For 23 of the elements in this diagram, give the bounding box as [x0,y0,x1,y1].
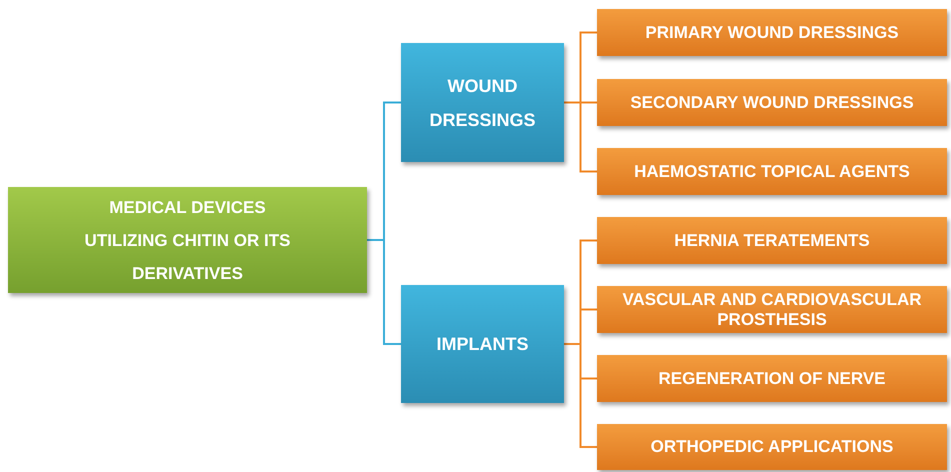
connector-line [367,239,401,345]
node-label: HAEMOSTATIC TOPICAL AGENTS [634,162,910,182]
node-label: PRIMARY WOUND DRESSINGS [645,22,899,42]
category-box [401,285,564,403]
node-label: ORTHOPEDIC APPLICATIONS [650,437,894,457]
connector-line [564,343,597,448]
node-label: VASCULAR AND CARDIOVASCULAR PROSTHESIS [621,290,923,330]
root-box [8,187,367,293]
item-box [597,79,947,126]
category-box [401,43,564,162]
item-box [597,355,947,402]
item-box [597,217,947,264]
item-box [597,148,947,195]
node-label: MEDICAL DEVICES UTILIZING CHITIN OR ITS DERIVATIVES [84,196,292,284]
node-label: IMPLANTS [436,333,528,356]
node-label: SECONDARY WOUND DRESSINGS [630,92,914,112]
node-label: REGENERATION OF NERVE [658,368,886,388]
node-label: HERNIA TERATEMENTS [674,230,870,250]
node-label: WOUND DRESSINGS [428,74,537,132]
item-box [597,9,947,56]
item-box [597,424,947,470]
item-box [597,286,947,333]
connector-line [564,102,597,172]
